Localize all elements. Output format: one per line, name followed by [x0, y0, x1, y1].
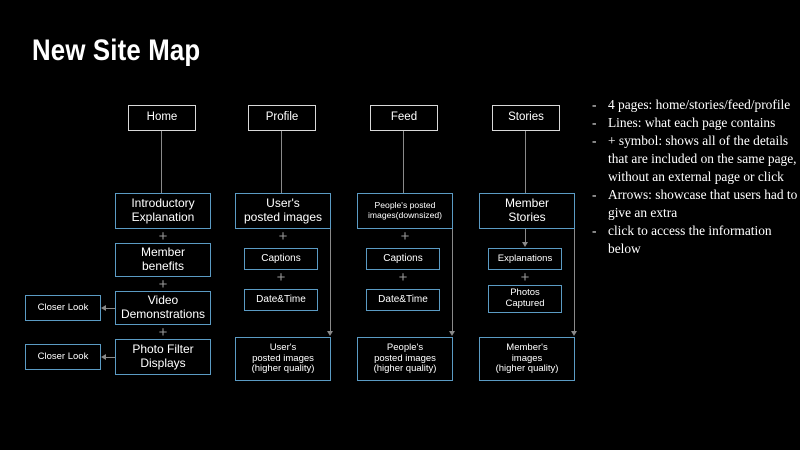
node-feed-date-time[interactable]: Date&Time	[366, 289, 440, 311]
node-feed-header[interactable]: Feed	[370, 105, 438, 131]
note-dash: -	[592, 187, 597, 203]
node-member-benefits[interactable]: Member benefits	[115, 243, 211, 277]
node-introductory-explanation[interactable]: Introductory Explanation	[115, 193, 211, 229]
node-closer-look-video[interactable]: Closer Look	[25, 295, 101, 321]
note-text: click to access the information below	[608, 223, 772, 257]
arrowhead-stories-bottom	[571, 331, 578, 336]
node-photos-captured[interactable]: Photos Captured	[488, 285, 562, 313]
connector-photo-to-closer-look	[104, 356, 115, 358]
plus-separator-home-1: +	[158, 228, 168, 245]
node-users-posted-images[interactable]: User's posted images	[235, 193, 331, 229]
arrowhead-closer-look-photo	[101, 353, 106, 360]
node-peoples-posted-images-downsized[interactable]: People's posted images(downsized)	[357, 193, 453, 229]
connector-stories-to-member-stories	[525, 131, 527, 193]
page-title: New Site Map	[32, 34, 201, 67]
note-item: - Arrows: showcase that users had to giv…	[592, 186, 798, 222]
connector-member-stories-to-explanations	[525, 229, 527, 244]
node-users-posted-images-hq[interactable]: User's posted images (higher quality)	[235, 337, 331, 381]
note-dash: -	[592, 133, 597, 149]
node-closer-look-photo[interactable]: Closer Look	[25, 344, 101, 370]
arrowhead-feed-bottom	[449, 331, 456, 336]
node-profile-captions[interactable]: Captions	[244, 248, 318, 270]
node-feed-captions[interactable]: Captions	[366, 248, 440, 270]
note-dash: -	[592, 97, 597, 112]
note-text: Arrows: showcase that users had to give …	[608, 187, 798, 221]
node-stories-header[interactable]: Stories	[492, 105, 560, 131]
arrowhead-explanations	[522, 242, 529, 247]
arrowhead-profile-bottom	[327, 331, 334, 336]
plus-separator-profile-2: +	[276, 269, 286, 286]
connector-feed-side-down	[452, 229, 454, 333]
connector-profile-side-down	[330, 229, 332, 333]
notes-panel: - 4 pages: home/stories/feed/profile - L…	[592, 96, 798, 258]
note-dash: -	[592, 115, 597, 131]
note-item: - Lines: what each page contains	[592, 114, 798, 132]
note-text: Lines: what each page contains	[608, 115, 776, 131]
note-text: + symbol: shows all of the details that …	[608, 133, 797, 185]
node-profile-header[interactable]: Profile	[248, 105, 316, 131]
node-home-header[interactable]: Home	[128, 105, 196, 131]
node-peoples-posted-images-hq[interactable]: People's posted images (higher quality)	[357, 337, 453, 381]
plus-separator-profile-1: +	[278, 228, 288, 245]
plus-separator-feed-1: +	[400, 228, 410, 245]
connector-stories-side-down	[574, 229, 576, 333]
connector-video-to-closer-look	[104, 307, 115, 309]
plus-separator-stories-1: +	[520, 269, 530, 286]
connector-feed-to-people-images	[403, 131, 405, 193]
plus-separator-home-3: +	[158, 324, 168, 341]
node-photo-filter-displays[interactable]: Photo Filter Displays	[115, 339, 211, 375]
note-dash: -	[592, 223, 597, 239]
note-item: - 4 pages: home/stories/feed/profile	[592, 96, 798, 114]
node-video-demonstrations[interactable]: Video Demonstrations	[115, 291, 211, 325]
node-members-images-hq[interactable]: Member's images (higher quality)	[479, 337, 575, 381]
node-member-stories[interactable]: Member Stories	[479, 193, 575, 229]
node-explanations[interactable]: Explanations	[488, 248, 562, 270]
connector-profile-to-user-images	[281, 131, 283, 193]
note-item: - click to access the information below	[592, 222, 798, 258]
note-text: 4 pages: home/stories/feed/profile	[608, 97, 791, 112]
connector-home-to-intro	[161, 131, 163, 193]
plus-separator-feed-2: +	[398, 269, 408, 286]
note-item: - + symbol: shows all of the details tha…	[592, 132, 798, 186]
plus-separator-home-2: +	[158, 276, 168, 293]
arrowhead-closer-look-video	[101, 304, 106, 311]
node-profile-date-time[interactable]: Date&Time	[244, 289, 318, 311]
